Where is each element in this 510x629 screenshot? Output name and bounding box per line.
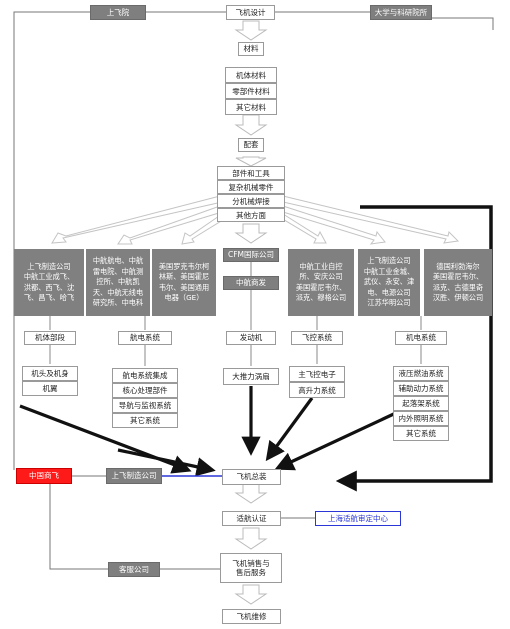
material-item: 零部件材料	[225, 83, 277, 99]
arrow-right-loop	[335, 205, 493, 492]
avionics-item: 其它系统	[112, 413, 178, 428]
hollow-arrow	[234, 20, 268, 41]
supplier-panel-mech-foreign: 德国利勃海尔 美国霍尼韦尔、 派克、古德里奇 汉胜、伊顿公司	[424, 249, 492, 316]
assembly-item: 分机械焊接	[217, 194, 285, 208]
avionics-label: 航电系统	[118, 331, 172, 345]
avionics-item: 导航与监视系统	[112, 398, 178, 413]
flightctrl-item: 主飞控电子	[289, 366, 345, 382]
sales-box: 飞机销售与 售后服务	[220, 553, 282, 583]
mech-item: 其它系统	[393, 426, 449, 441]
fan-arrow	[282, 205, 386, 245]
assembly-item: 其他方面	[217, 208, 285, 222]
flightctrl-label: 飞控系统	[291, 331, 343, 345]
supplier-panel-flightctrl: 中航工业自控 所、安庆公司 美国霍尼韦尔、 派克、穆格公司	[288, 249, 354, 316]
hollow-arrow	[234, 527, 268, 550]
hollow-arrow	[234, 223, 268, 244]
avionics-item: 核心处理部件	[112, 383, 178, 398]
comac-engine-box: 中航商发	[223, 276, 279, 290]
assembly-item: 复杂机械零件	[217, 180, 285, 194]
mech-label: 机电系统	[395, 331, 447, 345]
aircraft-design-box: 飞机设计	[226, 5, 275, 20]
material-item: 机体材料	[225, 67, 277, 83]
supplier-panel-avionics-cn: 中航航电、中航 雷电院、中航测 控所、中航凯 天、中航无线电 研究所、中电科	[86, 249, 150, 316]
arrow-mech	[274, 410, 399, 471]
mech-item: 辅助动力系统	[393, 381, 449, 396]
cert-center-box: 上海适航审定中心	[315, 511, 401, 526]
shanghai-maker-box: 上飞制造公司	[106, 468, 162, 484]
engine-item: 大推力涡扇	[223, 368, 279, 385]
materials-title: 材料	[238, 42, 264, 56]
comac-box: 中国商飞	[16, 468, 72, 484]
fan-arrow	[280, 213, 327, 244]
final-assembly-box: 飞机总装	[222, 469, 281, 485]
supplier-panel-avionics-us: 美国罗克韦尔柯 林斯、美国霍尼 韦尔、美国通用 电器（GE）	[152, 249, 216, 316]
mech-item: 液压燃油系统	[393, 366, 449, 381]
supplier-panel-airframe: 上飞制造公司 中航工业成飞、 洪都、西飞、沈 飞、昌飞、哈飞	[14, 249, 84, 316]
mech-item: 内外照明系统	[393, 411, 449, 426]
service-company-box: 客服公司	[108, 562, 160, 577]
universities-box: 大学与科研院所	[370, 5, 432, 20]
airframe-label: 机体部段	[24, 331, 76, 345]
hollow-arrow	[234, 483, 268, 504]
cfm-box: CFM国际公司	[223, 248, 279, 262]
mech-item: 起落架系统	[393, 396, 449, 411]
hollow-arrow	[234, 114, 268, 136]
shangfei-institute-box: 上飞院	[90, 5, 146, 20]
arrow-avionics	[117, 448, 216, 477]
fan-arrow	[117, 205, 223, 245]
hollow-arrow	[235, 156, 267, 167]
hollow-arrow	[234, 584, 268, 605]
supplier-panel-mech-cn: 上飞制造公司 中航工业金城、 武仪、永安、津 电、电源公司 江苏华明公司	[358, 249, 420, 316]
engine-label: 发动机	[226, 331, 276, 345]
assembly-item: 部件和工具	[217, 166, 285, 180]
assembly-title: 配套	[238, 138, 264, 152]
arrow-flightctrl	[265, 397, 314, 462]
airframe-item: 机翼	[22, 381, 78, 396]
fan-arrow	[51, 195, 223, 244]
material-item: 其它材料	[225, 99, 277, 115]
maintenance-box: 飞机维修	[222, 609, 281, 624]
avionics-item: 航电系统集成	[112, 368, 178, 383]
flightctrl-item: 高升力系统	[289, 382, 345, 398]
fan-arrow	[282, 195, 460, 244]
airframe-item: 机头及机身	[22, 366, 78, 381]
airworthiness-box: 适航认证	[222, 511, 281, 526]
